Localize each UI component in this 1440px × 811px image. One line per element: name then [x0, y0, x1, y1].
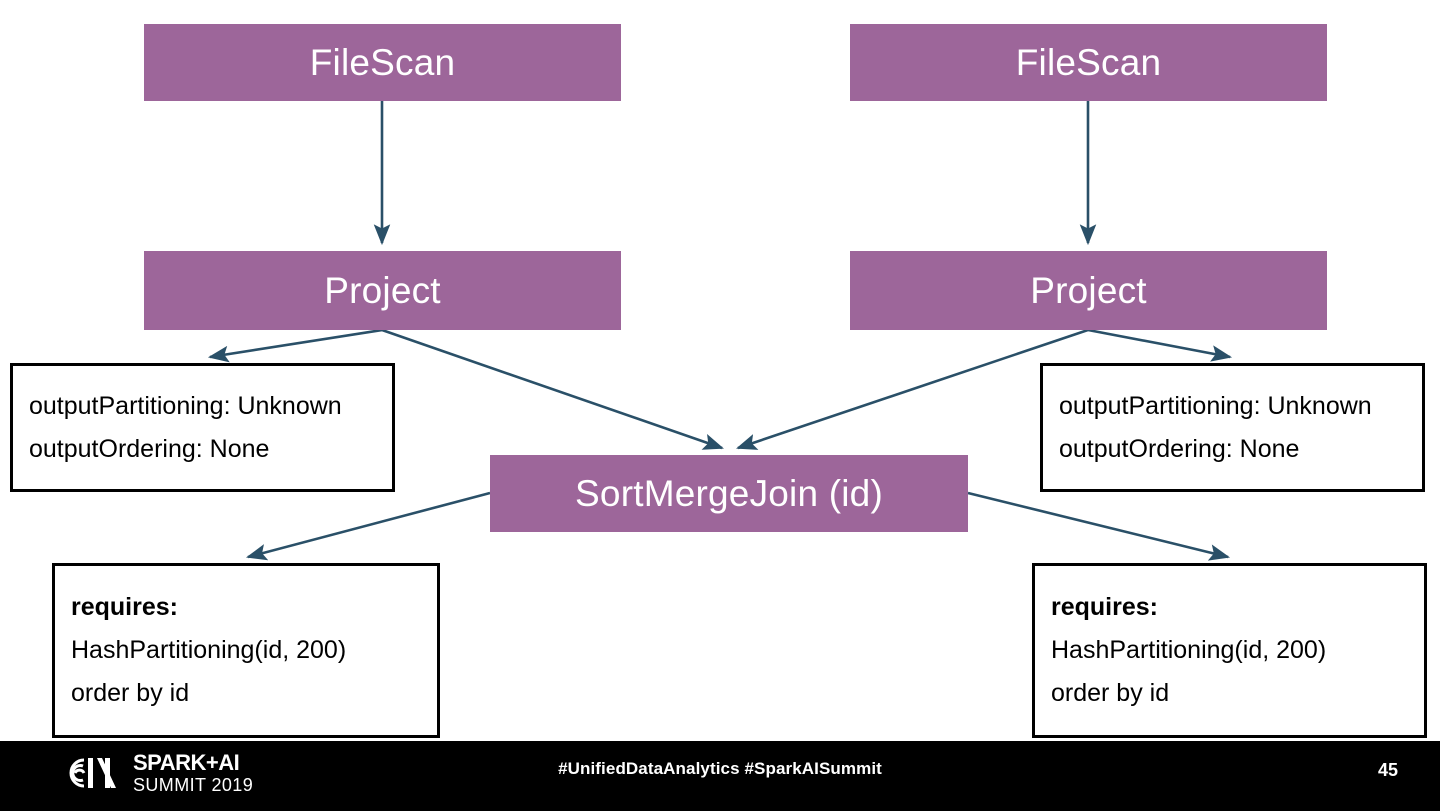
edge-sortmergejoin-to-requires-left: [245, 491, 491, 561]
node-filescan-right[interactable]: FileScan: [850, 24, 1327, 101]
node-sortmergejoin[interactable]: SortMergeJoin (id): [490, 455, 968, 532]
annotation-requires-right: requires: HashPartitioning(id, 200) orde…: [1032, 563, 1427, 738]
annotation-line: outputPartitioning: Unknown: [1059, 391, 1372, 420]
brand-line-1: SPARK+AI: [133, 750, 240, 775]
annotation-line: outputPartitioning: Unknown: [29, 391, 342, 420]
annotation-line: HashPartitioning(id, 200): [1051, 636, 1327, 664]
annotation-line: outputOrdering: None: [1059, 434, 1300, 463]
annotation-output-right: outputPartitioning: Unknown outputOrderi…: [1040, 363, 1425, 492]
annotation-line: order by id: [1051, 679, 1170, 707]
node-filescan-left-label: FileScan: [309, 42, 456, 83]
brand-wordmark: SPARK+AI SUMMIT 2019: [133, 750, 254, 795]
page-number: 45: [1377, 760, 1398, 780]
spark-summit-mark-icon: [69, 758, 116, 788]
brand-line-2: SUMMIT 2019: [133, 775, 254, 795]
edge-project-right-to-sortmergejoin: [736, 328, 1089, 450]
annotation-line-heading: requires:: [1051, 593, 1158, 621]
annotation-line: outputOrdering: None: [29, 434, 270, 463]
spark-ai-summit-logo: SPARK+AI SUMMIT 2019: [62, 752, 253, 794]
edge-project-left-to-output-left: [207, 328, 383, 363]
node-project-left[interactable]: Project: [144, 251, 621, 330]
annotation-output-left: outputPartitioning: Unknown outputOrderi…: [10, 363, 395, 492]
annotation-line: order by id: [71, 679, 190, 707]
annotation-requires-left: requires: HashPartitioning(id, 200) orde…: [52, 563, 440, 738]
annotation-line: HashPartitioning(id, 200): [71, 636, 347, 664]
node-project-right-label: Project: [1030, 270, 1147, 311]
node-project-left-label: Project: [324, 270, 441, 311]
node-sortmergejoin-label: SortMergeJoin (id): [575, 473, 883, 514]
edge-project-right-to-output-right: [1087, 328, 1233, 362]
node-filescan-right-label: FileScan: [1015, 42, 1162, 83]
node-project-right[interactable]: Project: [850, 251, 1327, 330]
annotation-line-heading: requires:: [71, 593, 178, 621]
slide-footer: [0, 741, 1440, 811]
edge-project-left-to-sortmergejoin: [381, 328, 724, 450]
edge-sortmergejoin-to-requires-right: [967, 491, 1231, 561]
node-filescan-left[interactable]: FileScan: [144, 24, 621, 101]
footer-hashtags: #UnifiedDataAnalytics #SparkAISummit: [558, 759, 882, 778]
